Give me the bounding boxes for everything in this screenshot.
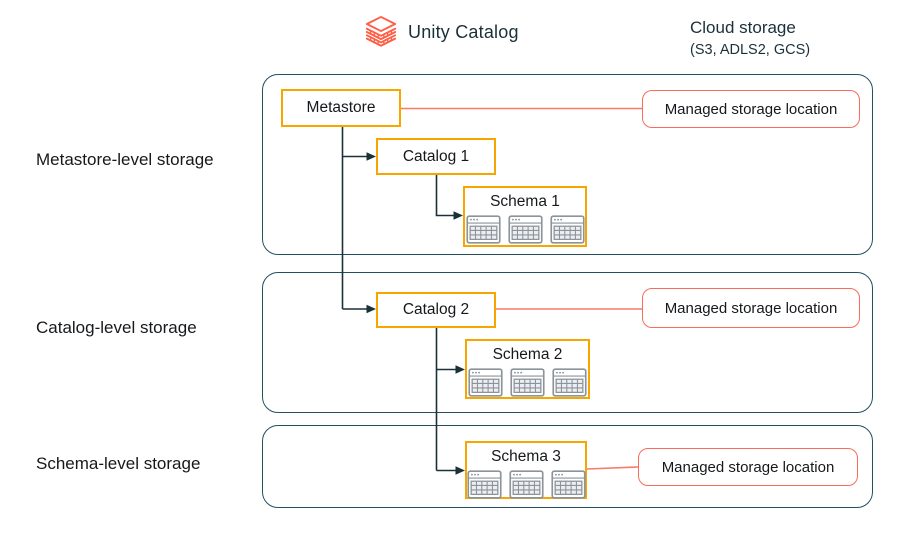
table-icon [465,215,501,244]
schema-3-tables [466,470,586,499]
table-icon [507,215,543,244]
schema-2-tables [468,368,587,397]
row-label-catalog-level: Catalog-level storage [36,318,197,337]
metastore-node: Metastore [281,89,401,127]
cloud-storage-title: Cloud storage [690,18,796,37]
cloud-storage-subtitle: (S3, ADLS2, GCS) [690,42,811,59]
managed-storage-schema-label: Managed storage location [661,458,835,476]
table-icon [510,368,545,397]
schema-1-node-label: Schema 1 [490,193,560,210]
schema-1-node: Schema 1 [463,186,587,247]
row-label-schema-level: Schema-level storage [36,454,201,473]
catalog-level-group [262,272,873,413]
schema-level-group [262,425,873,508]
schema-1-tables [465,215,585,244]
table-icon [549,215,585,244]
table-icon [550,470,586,499]
unity-catalog-icon [365,15,397,47]
catalog-1-node: Catalog 1 [376,138,496,175]
managed-storage-metastore-label: Managed storage location [664,100,838,118]
catalog-2-node: Catalog 2 [376,292,496,328]
managed-storage-catalog: Managed storage location [642,288,860,328]
cloud-storage-header: Cloud storage (S3, ADLS2, GCS) [690,17,810,60]
metastore-node-label: Metastore [306,99,376,116]
unity-catalog-logo: Unity Catalog [364,14,519,51]
table-icon [552,368,587,397]
unity-catalog-title: Unity Catalog [408,22,519,42]
catalog-2-node-label: Catalog 2 [402,301,470,318]
table-icon [508,470,544,499]
schema-3-node-label: Schema 3 [491,448,561,465]
schema-2-node: Schema 2 [465,339,590,399]
table-icon [466,470,502,499]
schema-2-node-label: Schema 2 [492,346,563,363]
managed-storage-schema: Managed storage location [638,448,858,486]
table-icon [468,368,503,397]
managed-storage-catalog-label: Managed storage location [664,299,838,317]
row-label-metastore-level: Metastore-level storage [36,150,214,169]
schema-3-node: Schema 3 [465,441,587,499]
metastore-level-group [262,74,873,255]
managed-storage-metastore: Managed storage location [642,90,860,128]
catalog-1-node-label: Catalog 1 [402,147,470,165]
